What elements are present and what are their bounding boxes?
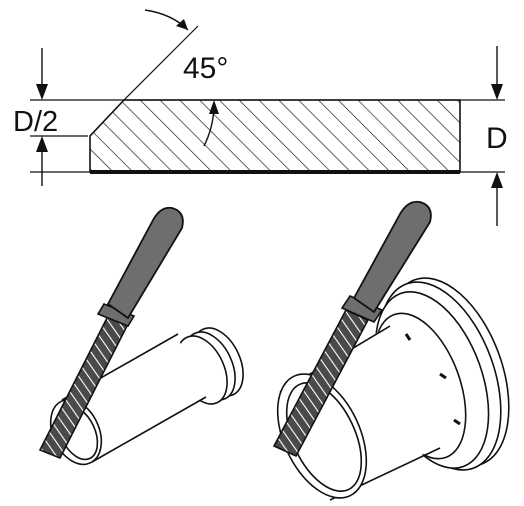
d2-arrow-bottom-head [36,136,48,152]
handle-left [106,206,184,320]
d-arrow-bottom-head [491,172,503,188]
half-thickness-label: D/2 [13,106,58,138]
d-arrow-top-head [491,84,503,100]
angle-arrow-inner [209,100,219,114]
angle-arrow-top [176,19,188,30]
hatched-section [89,99,461,173]
file-chamfering-small-pipe [38,206,244,466]
thickness-label: D [486,122,508,155]
flange-bolt-marks [404,333,461,426]
angle-label: 45° [183,52,228,85]
angle-construction-line [123,25,199,101]
handle-right [352,200,432,314]
file-tool-left [38,206,184,460]
flanged-pipe [276,277,510,501]
d2-arrow-top-head [36,84,48,100]
wall-cross-section: 45° D/2 D [13,9,508,226]
file-tool-right [272,200,432,458]
file-chamfering-flanged-pipe [272,200,510,501]
